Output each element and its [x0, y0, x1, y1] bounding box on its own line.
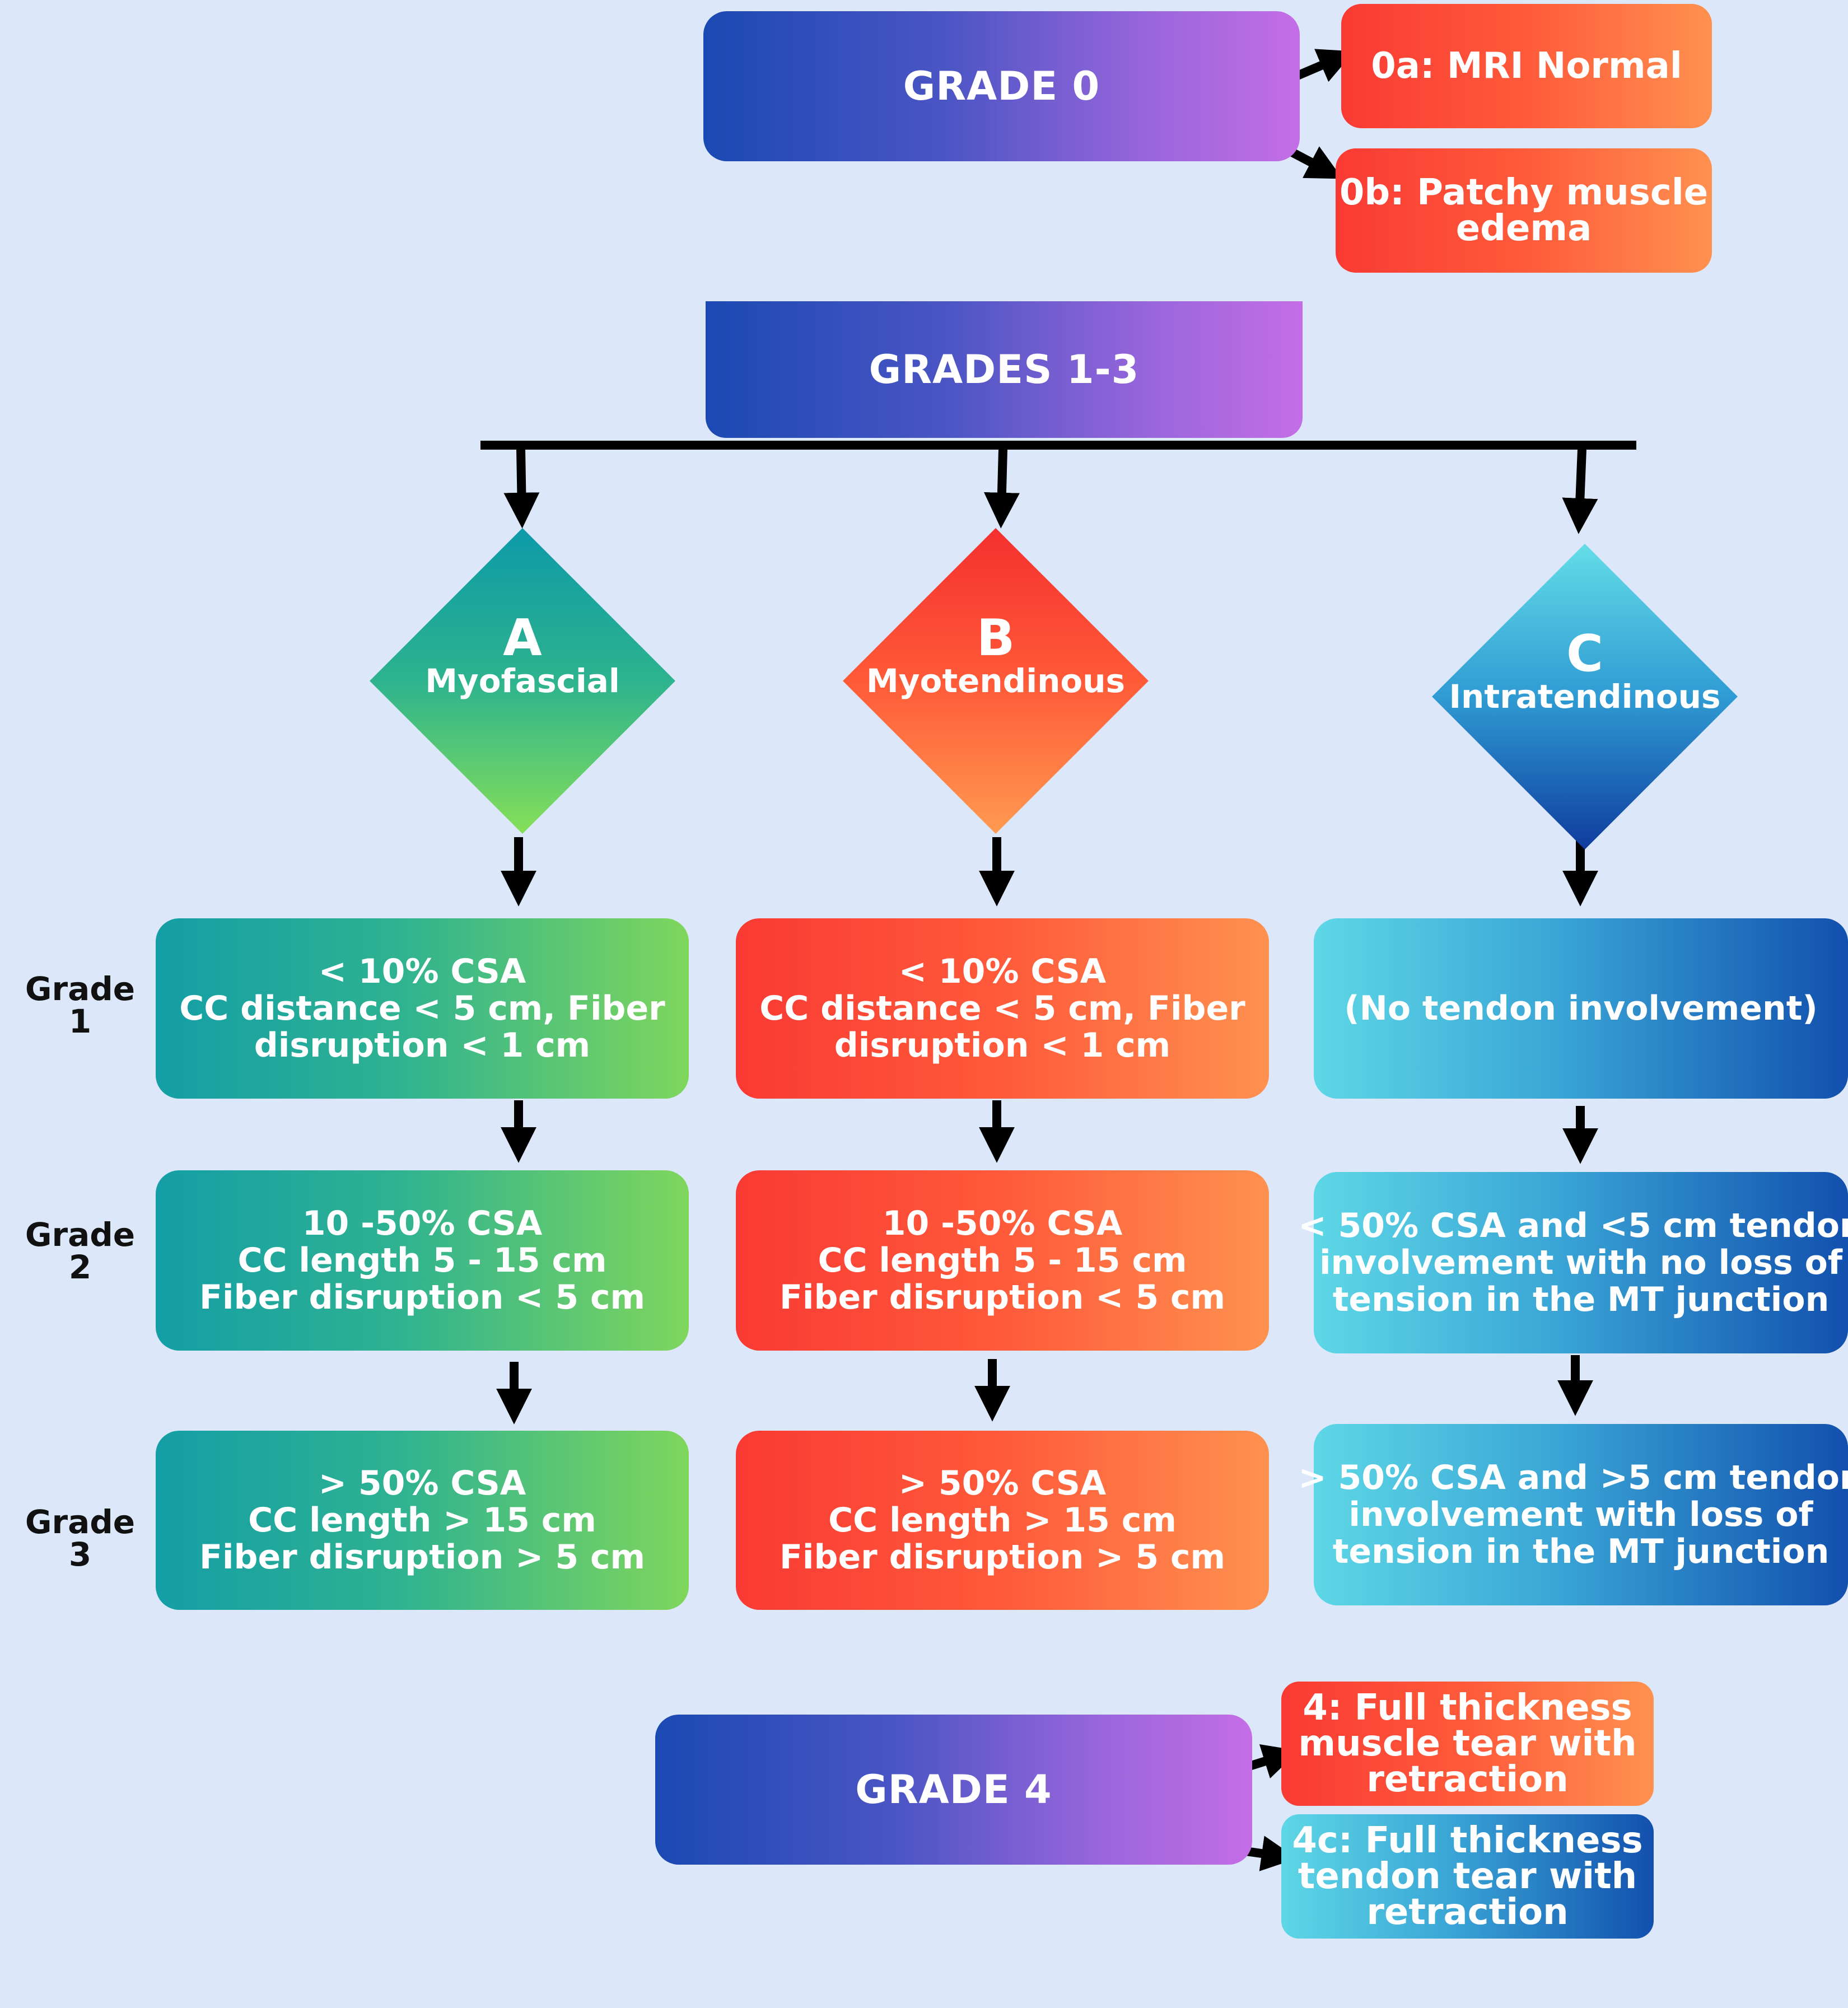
- type-a-label: A Myofascial: [343, 609, 702, 700]
- grades13-title: GRADES 1-3: [869, 347, 1140, 393]
- arrow-bus-to-a: [503, 449, 540, 529]
- grade3-label: Grade 3: [25, 1503, 136, 1573]
- a-grade2-box: 10 -50% CSA CC length 5 - 15 cm Fiber di…: [156, 1170, 689, 1351]
- b-grade3-box: > 50% CSA CC length > 15 cm Fiber disrup…: [736, 1431, 1269, 1610]
- grade4-box: GRADE 4: [655, 1715, 1252, 1865]
- type-c-label: C Intratendinous: [1406, 624, 1764, 716]
- grade0-title: GRADE 0: [903, 63, 1100, 109]
- grade0b-line: edema: [1455, 208, 1592, 249]
- arrow-bus-to-b: [983, 449, 1020, 529]
- grade0a-box: 0a: MRI Normal: [1341, 4, 1712, 128]
- type-b-label: B Myotendinous: [816, 609, 1175, 700]
- grade4-muscle-box: 4: Full thickness muscle tear with retra…: [1281, 1682, 1654, 1806]
- c-grade2-box: < 50% CSA and <5 cm tendon involvement w…: [1298, 1172, 1848, 1353]
- type-c-letter: C: [1566, 624, 1604, 683]
- type-a-name: Myofascial: [425, 662, 620, 700]
- grade1-label: Grade 1: [25, 970, 136, 1040]
- type-b-name: Myotendinous: [866, 662, 1126, 700]
- grade0-box: GRADE 0: [703, 11, 1300, 161]
- grades13-box: GRADES 1-3: [706, 301, 1303, 438]
- type-b-letter: B: [976, 609, 1015, 667]
- grade0a-label: 0a: MRI Normal: [1371, 45, 1682, 87]
- grade0b-box: 0b: Patchy muscle edema: [1336, 148, 1712, 273]
- arrow-bus-to-c: [1562, 449, 1598, 534]
- c-grade1-box: (No tendon involvement): [1314, 918, 1848, 1099]
- a-grade3-box: > 50% CSA CC length > 15 cm Fiber disrup…: [156, 1431, 689, 1610]
- type-c-name: Intratendinous: [1449, 678, 1721, 716]
- b-grade2-box: 10 -50% CSA CC length 5 - 15 cm Fiber di…: [736, 1170, 1269, 1351]
- grade4-title: GRADE 4: [855, 1767, 1052, 1813]
- a-grade1-box: < 10% CSA CC distance < 5 cm, Fiber disr…: [156, 918, 689, 1099]
- b-grade1-box: < 10% CSA CC distance < 5 cm, Fiber disr…: [736, 918, 1269, 1099]
- grade0b-line: 0b: Patchy muscle: [1339, 172, 1709, 213]
- c-grade3-box: > 50% CSA and >5 cm tendon involvement w…: [1298, 1424, 1848, 1605]
- grade2-label: Grade 2: [25, 1216, 136, 1286]
- type-a-letter: A: [503, 609, 542, 667]
- grade4c-tendon-box: 4c: Full thickness tendon tear with retr…: [1281, 1814, 1654, 1939]
